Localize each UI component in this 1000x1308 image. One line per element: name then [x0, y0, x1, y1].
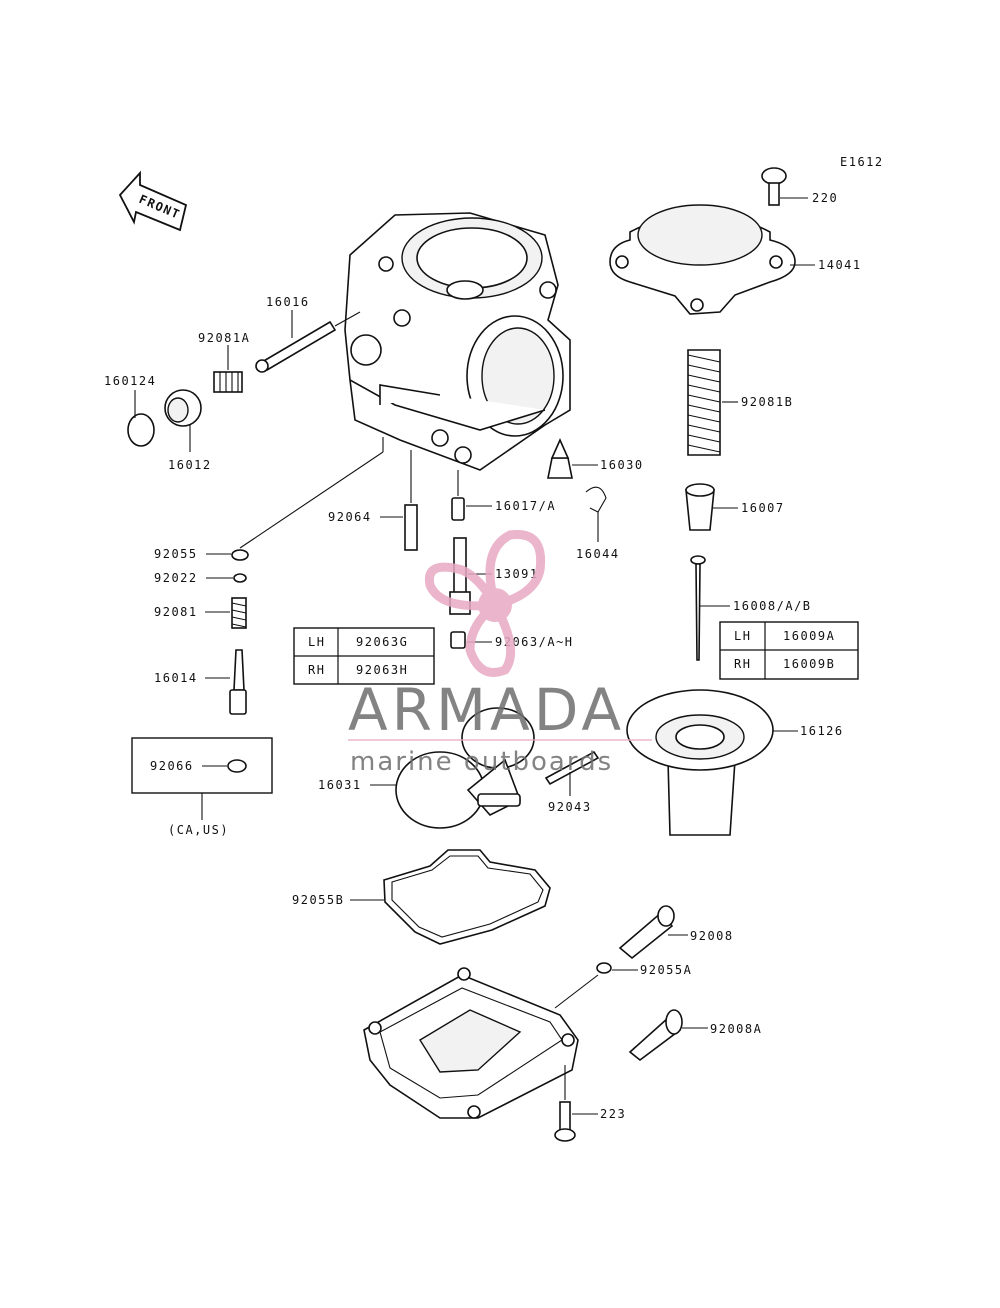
- shaft-16016: [255, 310, 361, 373]
- washer-92055: [206, 549, 249, 561]
- float-bowl: [363, 967, 579, 1119]
- label-16008: 16008/A/B: [733, 599, 812, 613]
- front-arrow-icon: FRONT: [118, 170, 188, 232]
- jet-needle-16008: [690, 555, 730, 661]
- label-92081A: 92081A: [198, 331, 250, 345]
- label-92055: 92055: [154, 547, 198, 561]
- label-16031: 16031: [318, 778, 362, 792]
- pilot-jet-92064: [380, 450, 418, 551]
- label-92055A: 92055A: [640, 963, 692, 977]
- spring-92081A: [213, 345, 243, 393]
- washer-92022: [206, 573, 247, 583]
- pin-92043: [544, 750, 600, 796]
- pin-16017: [451, 470, 492, 521]
- label-14041: 14041: [818, 258, 862, 272]
- top-cover-14041: [609, 204, 815, 315]
- watermark-tagline: marine outboards: [350, 747, 613, 777]
- region-note: (CA,US): [168, 823, 229, 837]
- table-92063: LH 92063G RH 92063H: [293, 627, 435, 685]
- label-16007: 16007: [741, 501, 785, 515]
- gasket-92055B: [350, 849, 551, 945]
- label-16012: 16012: [168, 458, 212, 472]
- label-16017: 16017/A: [495, 499, 556, 513]
- label-13091: 13091: [495, 567, 539, 581]
- label-16030: 16030: [600, 458, 644, 472]
- label-220: 220: [812, 191, 838, 205]
- armada-watermark: ARMADA marine outboards: [348, 529, 652, 777]
- label-92055B: 92055B: [292, 893, 344, 907]
- label-92081: 92081: [154, 605, 198, 619]
- screw-223: [554, 1065, 598, 1142]
- propeller-logo-icon: [424, 529, 546, 677]
- label-16044: 16044: [576, 547, 620, 561]
- table-16009-part-0: 16009A: [783, 629, 835, 643]
- table-92063-side-0: LH: [308, 635, 325, 649]
- leader-92055-b: [239, 451, 384, 549]
- table-16009-part-1: 16009B: [783, 657, 835, 671]
- watermark-brand: ARMADA: [348, 676, 625, 744]
- needle-holder-16007: [685, 483, 738, 531]
- carburetor-body: [344, 212, 571, 471]
- label-92066: 92066: [150, 759, 194, 773]
- diaphragm-16126: [626, 689, 798, 836]
- cap-160124: [127, 390, 155, 447]
- float-16031: [370, 707, 535, 829]
- oring-92055A: [554, 962, 638, 1009]
- table-92063-side-1: RH: [308, 663, 325, 677]
- label-223: 223: [600, 1107, 626, 1121]
- plug-box-92066: 92066: [131, 737, 273, 820]
- label-92081B: 92081B: [741, 395, 793, 409]
- table-92063-part-0: 92063G: [356, 635, 408, 649]
- label-92064: 92064: [328, 510, 372, 524]
- screw-92008: [618, 905, 688, 960]
- table-92063-part-1: 92063H: [356, 663, 408, 677]
- screw-220: [761, 167, 808, 206]
- label-92043: 92043: [548, 800, 592, 814]
- label-92008A: 92008A: [710, 1022, 762, 1036]
- spring-92081: [205, 597, 247, 629]
- table-16009-side-1: RH: [734, 657, 751, 671]
- label-16016: 16016: [266, 295, 310, 309]
- diagram-code: E1612: [840, 155, 884, 169]
- label-16126: 16126: [800, 724, 844, 738]
- label-92008: 92008: [690, 929, 734, 943]
- label-16014: 16014: [154, 671, 198, 685]
- screw-92008A: [628, 1009, 708, 1062]
- label-160124: 160124: [104, 374, 156, 388]
- table-16009: LH 16009A RH 16009B: [719, 621, 859, 680]
- plug-16012: [164, 389, 202, 452]
- table-16009-side-0: LH: [734, 629, 751, 643]
- float-valve-16030: [547, 438, 598, 479]
- spring-92081B: [687, 349, 738, 456]
- clip-16044: [585, 486, 607, 542]
- mixture-screw-16014: [205, 649, 247, 715]
- label-92022: 92022: [154, 571, 198, 585]
